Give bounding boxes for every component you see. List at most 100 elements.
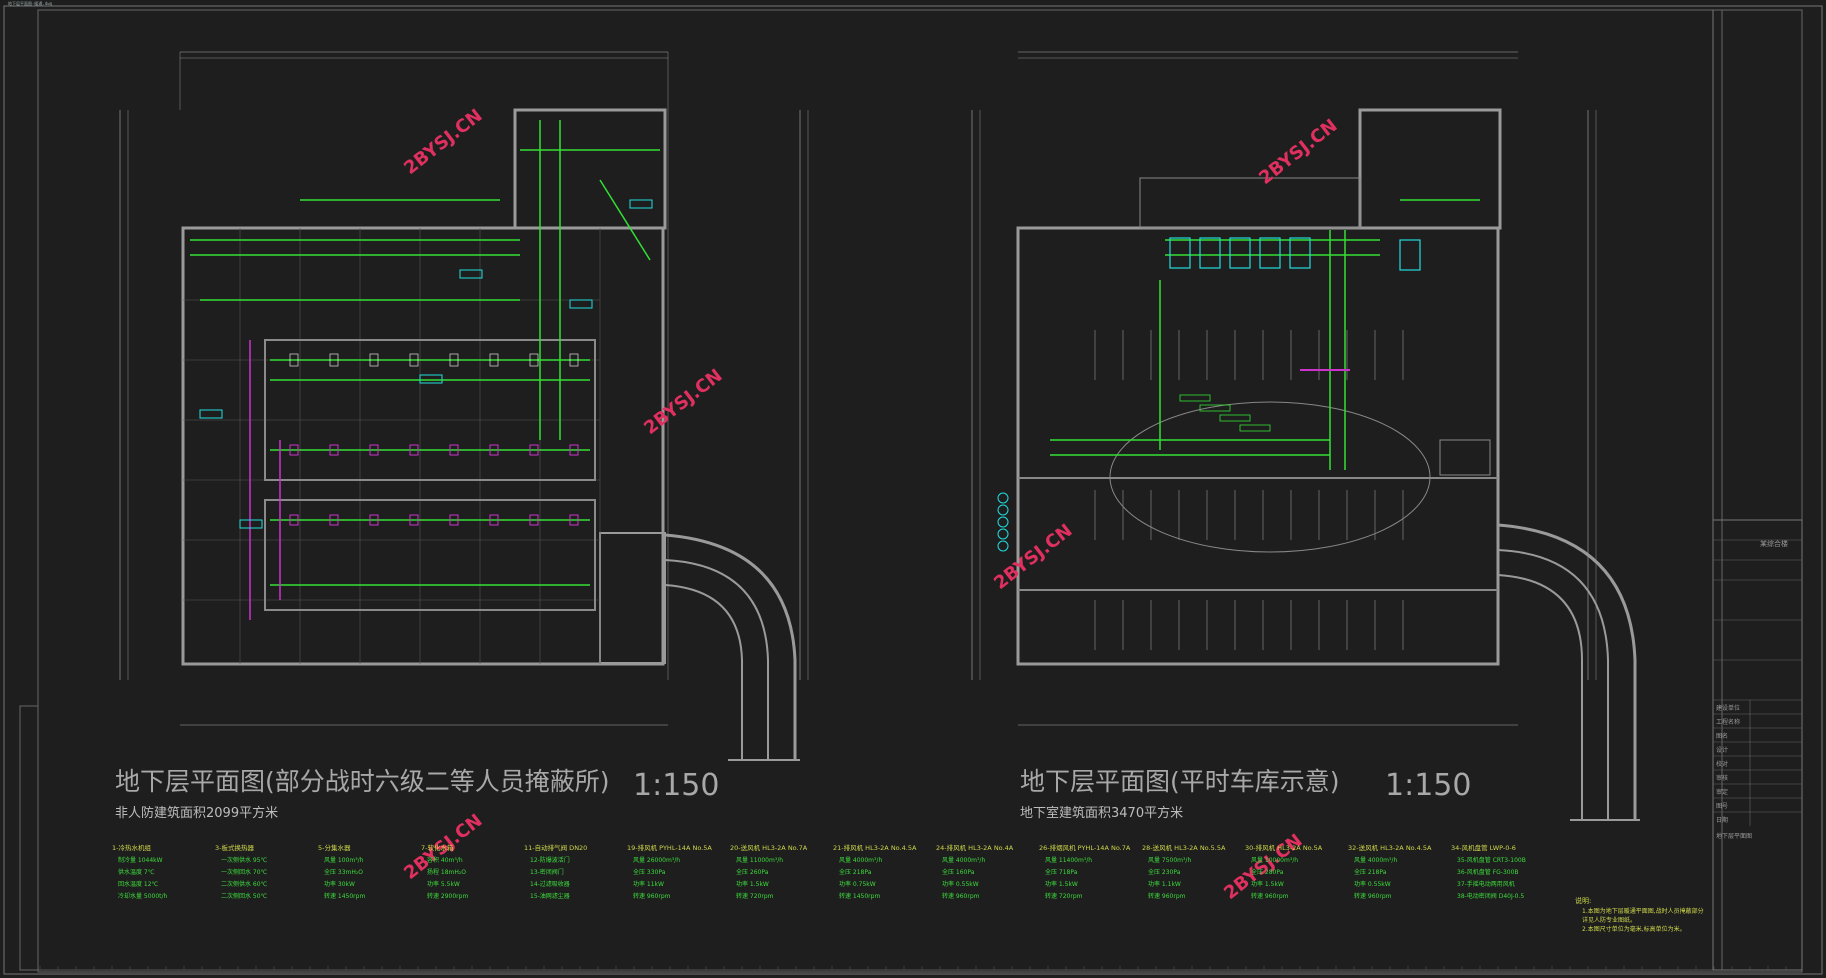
title-block-row: 工程名称 — [1716, 718, 1740, 726]
legend-item-line: 35-风机盘管 CRT3-100B — [1457, 856, 1526, 864]
legend-item-line: 功率 5.5kW — [427, 880, 460, 888]
legend-item-line: 转速 960rpm — [633, 892, 671, 900]
left-plan-scale: 1:150 — [633, 768, 719, 803]
legend-item-line: 15-油网滤尘器 — [530, 892, 570, 900]
design-notes: 说明: 1.本图为地下层暖通平面图,战时人员掩蔽部分 详见人防专业图纸。 2.本… — [1575, 896, 1704, 933]
legend-item-line: 12-防爆波活门 — [530, 856, 570, 864]
legend-item-line: 冷却水量 5000t/h — [118, 892, 168, 900]
legend-item-head: 28-送风机 HL3-2A No.5.5A — [1142, 843, 1226, 852]
legend-item-line: 转速 1450rpm — [839, 892, 880, 900]
title-block-row: 建设单位 — [1716, 704, 1740, 712]
legend-item-line: 二次侧供水 60℃ — [221, 880, 268, 888]
legend-item-line: 功率 0.55kW — [1354, 880, 1391, 888]
right-plan-subtitle: 地下室建筑面积3470平方米 — [1020, 805, 1183, 821]
legend-item-line: 功率 1.5kW — [1045, 880, 1078, 888]
legend-item-line: 功率 1.5kW — [1251, 880, 1284, 888]
legend-item-line: 回水温度 12℃ — [118, 880, 159, 888]
legend-item-head: 5-分集水器 — [318, 843, 351, 852]
drawing-border — [3, 5, 1823, 975]
legend-item-line: 转速 960rpm — [1354, 892, 1392, 900]
title-block-row: 图号 — [1716, 803, 1728, 810]
legend-item-line: 风量 11000m³/h — [736, 857, 783, 864]
legend-item-line: 一次侧回水 70℃ — [221, 868, 268, 876]
legend-item-line: 全压 280Pa — [1251, 868, 1284, 876]
legend-item-line: 风量 26000m³/h — [633, 857, 680, 864]
legend-item-line: 37-手摇电动两用风机 — [1457, 880, 1515, 888]
legend-item-line: 功率 1.1kW — [1148, 880, 1181, 888]
legend-item-line: 功率 0.75kW — [839, 880, 876, 888]
legend-item-line: 转速 960rpm — [942, 892, 980, 900]
legend-item-line: 二次侧回水 50℃ — [221, 892, 268, 900]
legend-item-head: 30-排风机 HL3-2A No.5A — [1245, 843, 1323, 852]
legend-item-head: 24-排风机 HL3-2A No.4A — [936, 843, 1014, 852]
title-block-row: 审定 — [1716, 788, 1728, 796]
window-caption: 地下层平面图-暖通.dwg — [8, 0, 53, 6]
legend-item-line: 转速 720rpm — [736, 892, 774, 900]
legend-item-line: 全压 230Pa — [1148, 868, 1181, 876]
legend-item-head: 1-冷热水机组 — [112, 843, 151, 852]
tb-project: 某综合楼 — [1760, 539, 1788, 548]
right-floor-plan — [971, 51, 1640, 821]
legend-item-head: 21-排风机 HL3-2A No.4.5A — [833, 843, 917, 852]
legend-item-line: 转速 960rpm — [1148, 892, 1186, 900]
legend-item-head: 20-送风机 HL3-2A No.7A — [730, 843, 808, 852]
legend-item-line: 全压 160Pa — [942, 868, 975, 876]
title-block-row: 审核 — [1716, 774, 1728, 782]
legend-item-line: 一次侧供水 95℃ — [221, 856, 268, 864]
legend-item-line: 功率 11kW — [633, 880, 664, 888]
legend-item-line: 全压 330Pa — [633, 868, 666, 876]
legend-item-line: 全压 33mH₂O — [324, 868, 363, 876]
legend-item-line: 功率 30kW — [324, 880, 355, 888]
title-block-row: 图名 — [1716, 732, 1728, 740]
legend-item-head: 11-自动排气阀 DN20 — [524, 843, 587, 852]
watermark-2: 2BYSJ.CN — [640, 365, 726, 439]
legend-item-line: 全压 218Pa — [1354, 868, 1387, 876]
left-floor-plan — [119, 51, 809, 761]
legend-item-line: 转速 720rpm — [1045, 892, 1083, 900]
notes-line-2: 详见人防专业图纸。 — [1582, 916, 1636, 924]
notes-line-1: 1.本图为地下层暖通平面图,战时人员掩蔽部分 — [1582, 907, 1704, 915]
legend-item-line: 风量 4000m³/h — [942, 857, 985, 864]
title-block-row: 校对 — [1716, 760, 1728, 768]
watermark-1: 2BYSJ.CN — [400, 105, 486, 179]
legend-item-line: 全压 218Pa — [839, 868, 872, 876]
legend-item-line: 14-过滤吸收器 — [530, 880, 570, 888]
legend-item-line: 13-密闭阀门 — [530, 868, 564, 876]
legend-item-line: 扬程 18mH₂O — [427, 868, 466, 876]
inner-border — [37, 9, 1803, 973]
right-plan-scale: 1:150 — [1385, 768, 1471, 803]
legend-item-line: 36-风机盘管 FG-300B — [1457, 868, 1519, 876]
legend-item-head: 19-排风机 PYHL-14A No.5A — [627, 843, 712, 852]
legend-item-line: 功率 0.55kW — [942, 880, 979, 888]
title-block-row: 日期 — [1716, 816, 1728, 824]
title-block-row: 设计 — [1716, 746, 1728, 754]
notes-head: 说明: — [1575, 896, 1591, 905]
legend-item-line: 全压 718Pa — [1045, 868, 1078, 876]
legend-item-line: 供水温度 7℃ — [118, 868, 155, 876]
side-strip — [19, 705, 39, 971]
legend-item-line: 转速 960rpm — [1251, 892, 1289, 900]
legend-item-line: 转速 2900rpm — [427, 892, 468, 900]
legend-item-line: 风量 11400m³/h — [1045, 857, 1092, 864]
legend-item-line: 全压 260Pa — [736, 868, 769, 876]
legend-item-line: 转速 1450rpm — [324, 892, 365, 900]
tb-sheet-title: 地下层平面图 — [1716, 832, 1752, 840]
legend-item-head: 26-排烟风机 PYHL-14A No.7A — [1039, 843, 1131, 852]
legend-item-line: 功率 1.5kW — [736, 880, 769, 888]
legend-item-head: 3-板式换热器 — [215, 843, 254, 852]
legend-item-line: 容积 40m³/h — [427, 856, 463, 864]
notes-line-3: 2.本图尺寸单位为毫米,标高单位为米。 — [1582, 925, 1686, 933]
left-plan-title: 地下层平面图(部分战时六级二等人员掩蔽所) — [115, 767, 610, 796]
watermark-4: 2BYSJ.CN — [990, 520, 1076, 594]
legend-item-head: 32-送风机 HL3-2A No.4.5A — [1348, 843, 1432, 852]
legend-item-line: 制冷量 1044kW — [118, 856, 163, 864]
legend-item-line: 38-电动密闭阀 D40J-0.5 — [1457, 892, 1524, 900]
legend-item-line: 风量 7500m³/h — [1148, 857, 1191, 864]
legend-item-line: 风量 4000m³/h — [1354, 857, 1397, 864]
left-plan-subtitle: 非人防建筑面积2099平方米 — [115, 805, 278, 821]
legend-item-line: 风量 4000m³/h — [839, 857, 882, 864]
legend-item-head: 7-软化水箱 — [421, 843, 454, 852]
